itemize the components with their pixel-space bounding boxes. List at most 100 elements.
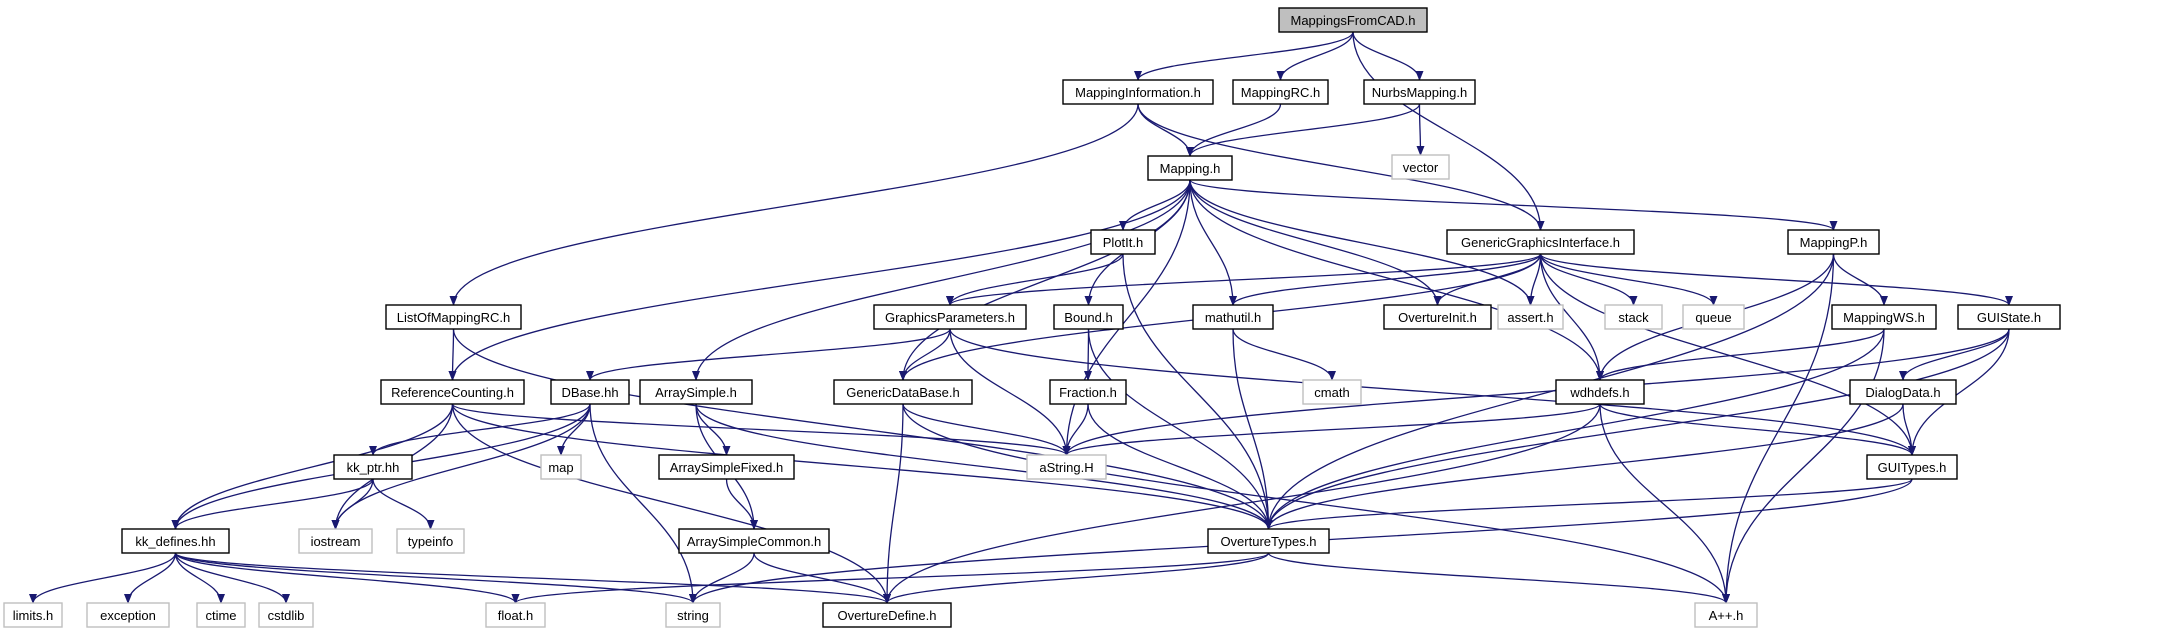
node-guistate[interactable]: GUIState.h: [1957, 304, 2061, 330]
node-stack: stack: [1604, 304, 1663, 330]
node-label: limits.h: [13, 608, 53, 623]
edge-mapping-to-arraysimple: [692, 179, 1191, 381]
node-arraysimplecommon[interactable]: ArraySimpleCommon.h: [678, 528, 830, 554]
node-box: [1849, 379, 1957, 405]
node-listofmappingrc[interactable]: ListOfMappingRC.h: [385, 304, 522, 330]
node-box: [1363, 79, 1476, 105]
node-box: [380, 379, 525, 405]
node-dbase[interactable]: DBase.hh: [550, 379, 630, 405]
node-map: map: [540, 454, 582, 480]
edge-fraction-to-astring: [1062, 403, 1089, 456]
node-mathutil[interactable]: mathutil.h: [1192, 304, 1274, 330]
edge-genericdatabase-to-app: [902, 403, 1730, 604]
node-mappingsfromcad[interactable]: MappingsFromCAD.h: [1278, 7, 1428, 33]
node-label: string: [677, 608, 709, 623]
edge-genericgraphicsinterface-to-wdhdefs: [1539, 253, 1604, 381]
node-arraysimple[interactable]: ArraySimple.h: [639, 379, 753, 405]
edge-kkptr-to-iostream: [331, 478, 374, 530]
edge-dialogdata-to-overturetypes: [1264, 403, 1904, 530]
edge-mathutil-to-cmath: [1232, 328, 1336, 381]
edge-fraction-to-overturetypes: [1087, 403, 1273, 530]
node-mapping[interactable]: Mapping.h: [1147, 155, 1233, 181]
node-mappinginformation[interactable]: MappingInformation.h: [1062, 79, 1214, 105]
edge-arraysimplecommon-to-overturedefine: [753, 552, 891, 604]
edge-mappingws-to-wdhdefs: [1596, 328, 1885, 381]
edge-referencecounting-to-overturedefine: [451, 403, 891, 604]
node-box: [1053, 304, 1124, 330]
node-overtureinit[interactable]: OvertureInit.h: [1383, 304, 1492, 330]
edge-graphicsparameters-to-astring: [949, 328, 1071, 456]
node-label: typeinfo: [408, 534, 454, 549]
node-box: [1391, 154, 1450, 180]
node-mappingrc[interactable]: MappingRC.h: [1232, 79, 1329, 105]
node-dialogdata[interactable]: DialogData.h: [1849, 379, 1957, 405]
node-box: [1604, 304, 1663, 330]
node-app: A++.h: [1694, 602, 1758, 628]
node-box: [1232, 79, 1329, 105]
node-label: GenericDataBase.h: [846, 385, 959, 400]
edge-overturetypes-to-float: [511, 552, 1270, 604]
node-box: [1446, 229, 1635, 255]
node-label: ctime: [205, 608, 236, 623]
edge-plotit-to-graphicsparameters: [946, 253, 1124, 306]
node-queue: queue: [1682, 304, 1745, 330]
node-mappingp[interactable]: MappingP.h: [1787, 229, 1880, 255]
node-label: OvertureDefine.h: [838, 608, 937, 623]
node-overturetypes[interactable]: OvertureTypes.h: [1207, 528, 1330, 554]
node-box: [1049, 379, 1127, 405]
edge-mappingws-to-app: [1722, 328, 1885, 604]
node-box: [1383, 304, 1492, 330]
node-exception: exception: [86, 602, 170, 628]
node-box: [1682, 304, 1745, 330]
node-mappingws[interactable]: MappingWS.h: [1831, 304, 1937, 330]
node-label: A++.h: [1709, 608, 1744, 623]
node-arraysimplefixed[interactable]: ArraySimpleFixed.h: [658, 454, 795, 480]
edge-mappingsfromcad-to-mappinginformation: [1134, 31, 1354, 81]
node-box: [333, 454, 413, 480]
edge-kkptr-to-typeinfo: [372, 478, 435, 530]
edge-graphicsparameters-to-dbase: [586, 328, 951, 381]
node-label: exception: [100, 608, 156, 623]
node-float: float.h: [485, 602, 546, 628]
node-graphicsparameters[interactable]: GraphicsParameters.h: [873, 304, 1027, 330]
node-kkdefines[interactable]: kk_defines.hh: [121, 528, 230, 554]
edge-kkdefines-to-cstdlib: [174, 552, 290, 604]
edge-guistate-to-astring: [1062, 328, 2010, 456]
node-box: [1147, 155, 1233, 181]
node-nurbsmapping[interactable]: NurbsMapping.h: [1363, 79, 1476, 105]
node-referencecounting[interactable]: ReferenceCounting.h: [380, 379, 525, 405]
edge-dialogdata-to-guitypes: [1902, 403, 1916, 456]
node-genericgraphicsinterface[interactable]: GenericGraphicsInterface.h: [1446, 229, 1635, 255]
edge-genericgraphicsinterface-to-queue: [1539, 253, 1718, 306]
edge-guistate-to-overturetypes: [1264, 328, 2010, 530]
node-box: [1026, 454, 1107, 480]
edge-mapping-to-astring: [1062, 179, 1191, 456]
node-kkptr[interactable]: kk_ptr.hh: [333, 454, 413, 480]
node-overturedefine[interactable]: OvertureDefine.h: [822, 602, 952, 628]
edge-arraysimple-to-overturetypes: [695, 403, 1273, 530]
edge-genericdatabase-to-overturedefine: [883, 403, 904, 604]
edge-genericgraphicsinterface-to-mathutil: [1229, 253, 1542, 306]
node-label: Bound.h: [1064, 310, 1112, 325]
edge-mapping-to-referencecounting: [448, 179, 1191, 381]
node-plotit[interactable]: PlotIt.h: [1090, 229, 1156, 255]
node-ctime: ctime: [196, 602, 246, 628]
node-fraction[interactable]: Fraction.h: [1049, 379, 1127, 405]
node-label: iostream: [311, 534, 361, 549]
node-label: NurbsMapping.h: [1372, 85, 1467, 100]
node-label: float.h: [498, 608, 533, 623]
edge-mathutil-to-overturetypes: [1232, 328, 1273, 530]
node-label: GraphicsParameters.h: [885, 310, 1015, 325]
edge-mapping-to-overtureinit: [1189, 179, 1442, 306]
node-label: OvertureTypes.h: [1220, 534, 1316, 549]
node-wdhdefs[interactable]: wdhdefs.h: [1555, 379, 1645, 405]
node-box: [833, 379, 973, 405]
node-bound[interactable]: Bound.h: [1053, 304, 1124, 330]
edge-dbase-to-string: [589, 403, 697, 604]
node-genericdatabase[interactable]: GenericDataBase.h: [833, 379, 973, 405]
node-label: GenericGraphicsInterface.h: [1461, 235, 1620, 250]
node-label: MappingWS.h: [1843, 310, 1925, 325]
node-limits: limits.h: [3, 602, 63, 628]
node-guitypes[interactable]: GUITypes.h: [1866, 454, 1958, 480]
